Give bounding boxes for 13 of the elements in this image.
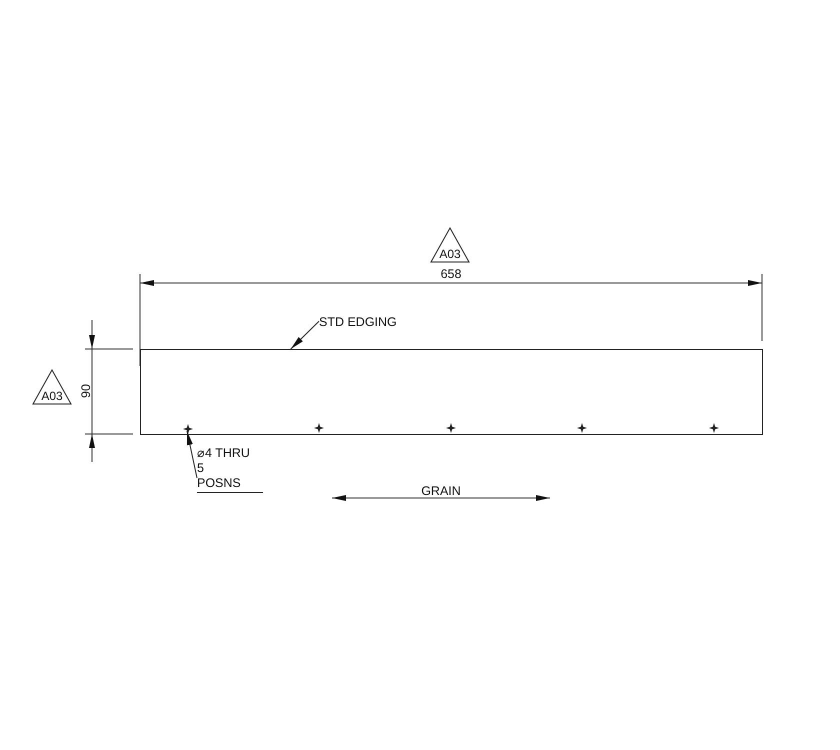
revision-mark: A03 (41, 390, 63, 402)
leader-line (186, 430, 198, 478)
dimension-value: 658 (440, 268, 462, 280)
grain-label: GRAIN (421, 485, 461, 498)
panel-outline (140, 349, 763, 435)
dimension-value: 90 (80, 384, 92, 398)
note-text: STD EDGING (319, 315, 397, 329)
revision-mark: A03 (439, 248, 461, 260)
hole-mark-icon (182, 423, 194, 435)
revision-triangle (430, 227, 470, 263)
revision-triangle (32, 369, 72, 405)
note-text: ⌀4 THRU 5 POSNS (197, 446, 263, 493)
leader-line (290, 320, 320, 350)
